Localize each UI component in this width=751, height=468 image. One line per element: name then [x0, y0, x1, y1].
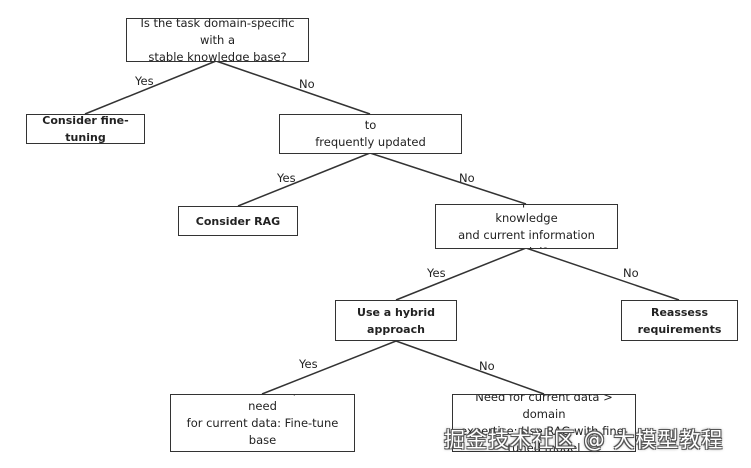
- consider-rag-box: Consider RAG: [178, 206, 298, 236]
- reassess-requirements-box: Reassess requirements: [621, 300, 738, 341]
- edge-line-4-no: [395, 340, 545, 395]
- edge-line-3-yes: [395, 247, 527, 301]
- question-both-crucial: Is both specialized knowledge and curren…: [435, 204, 618, 249]
- leaf-domain-expertise-box: Need for domain expertise > need for cur…: [170, 394, 355, 452]
- edge-line-2-no: [369, 152, 527, 205]
- edge-label-1-yes: Yes: [135, 74, 154, 88]
- edge-line-4-yes: [261, 340, 397, 395]
- question-domain-specific: Is the task domain-specific with a stabl…: [126, 18, 309, 62]
- edge-label-1-no: No: [299, 77, 315, 91]
- edge-line-3-no: [525, 247, 680, 301]
- edge-label-4-no: No: [479, 359, 495, 373]
- edge-line-1-yes: [84, 60, 217, 115]
- edge-line-1-no: [215, 60, 371, 115]
- edge-line-2-yes: [237, 152, 371, 207]
- question-updated-information: Does the task require access to frequent…: [279, 114, 462, 154]
- edge-label-2-yes: Yes: [277, 171, 296, 185]
- edge-label-2-no: No: [459, 171, 475, 185]
- edge-label-4-yes: Yes: [299, 357, 318, 371]
- leaf-current-data-box: Need for current data > domain expertise…: [452, 394, 636, 452]
- edge-label-3-yes: Yes: [427, 266, 446, 280]
- hybrid-approach-box: Use a hybrid approach: [335, 300, 457, 341]
- consider-fine-tuning-box: Consider fine-tuning: [26, 114, 145, 144]
- edge-label-3-no: No: [623, 266, 639, 280]
